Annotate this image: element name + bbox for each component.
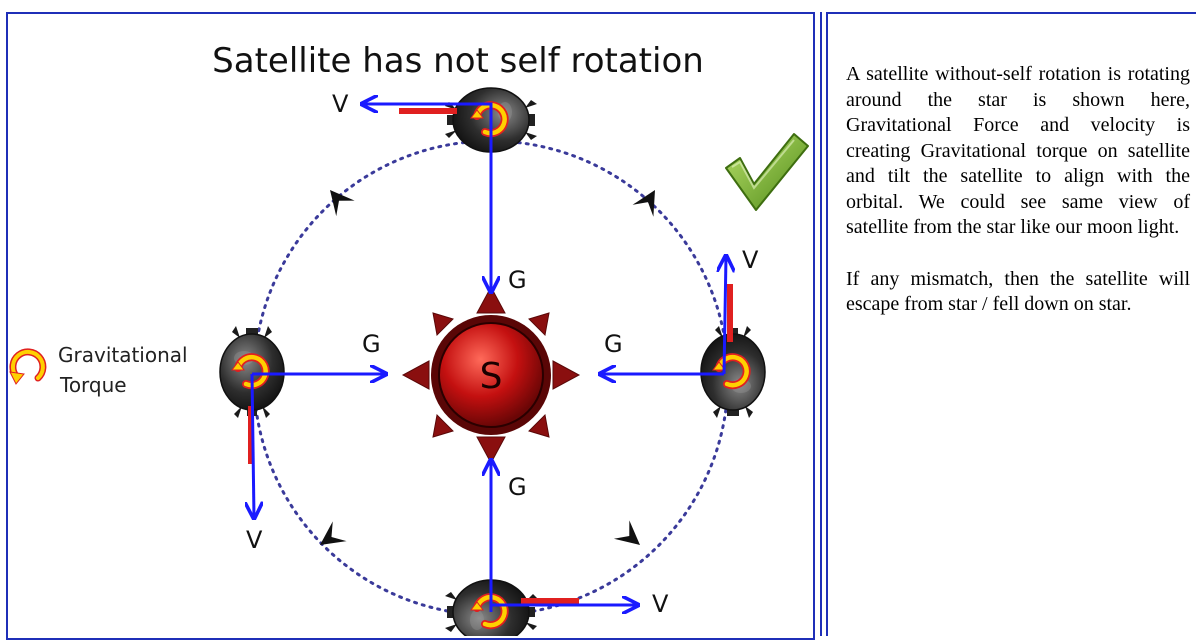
velocity-marker bbox=[521, 598, 579, 604]
diagram-title: Satellite has not self rotation bbox=[212, 41, 704, 81]
star-icon: S bbox=[403, 287, 579, 463]
satellite-top bbox=[399, 88, 537, 152]
gravity-label-bottom: G bbox=[508, 473, 527, 501]
gravity-label-top: G bbox=[508, 266, 527, 294]
velocity-arrow-left bbox=[252, 374, 254, 518]
satellite-right bbox=[701, 284, 765, 418]
torque-legend-line2: Torque bbox=[59, 373, 127, 397]
velocity-label-left: V bbox=[246, 526, 263, 554]
orbit-direction-arrow-lower-left bbox=[313, 521, 346, 554]
torque-legend: Gravitational Torque bbox=[10, 343, 188, 397]
panel-divider bbox=[820, 12, 822, 636]
torque-legend-line1: Gravitational bbox=[58, 343, 188, 367]
checkmark-icon bbox=[726, 134, 808, 210]
gravity-label-right: G bbox=[604, 330, 623, 358]
velocity-arrow-right bbox=[724, 256, 726, 374]
description-paragraph-1: A satellite without-self rotation is rot… bbox=[846, 62, 1190, 241]
description-text: A satellite without-self rotation is rot… bbox=[846, 62, 1190, 344]
velocity-label-top: V bbox=[332, 90, 349, 118]
torque-arrow-icon bbox=[10, 352, 43, 384]
orbit-direction-arrow-upper-left bbox=[321, 182, 355, 216]
satellite-bottom bbox=[445, 580, 579, 636]
orbit-diagram: Satellite has not self rotation S bbox=[0, 0, 820, 636]
velocity-label-bottom: V bbox=[652, 590, 669, 618]
velocity-marker bbox=[399, 108, 457, 114]
orbit-direction-arrow-lower-right bbox=[614, 520, 648, 554]
description-panel: A satellite without-self rotation is rot… bbox=[828, 12, 1196, 636]
velocity-label-right: V bbox=[742, 246, 759, 274]
velocity-marker bbox=[727, 284, 733, 342]
description-paragraph-2: If any mismatch, then the satellite will… bbox=[846, 267, 1190, 318]
star-label: S bbox=[480, 356, 503, 397]
gravity-label-left: G bbox=[362, 330, 381, 358]
